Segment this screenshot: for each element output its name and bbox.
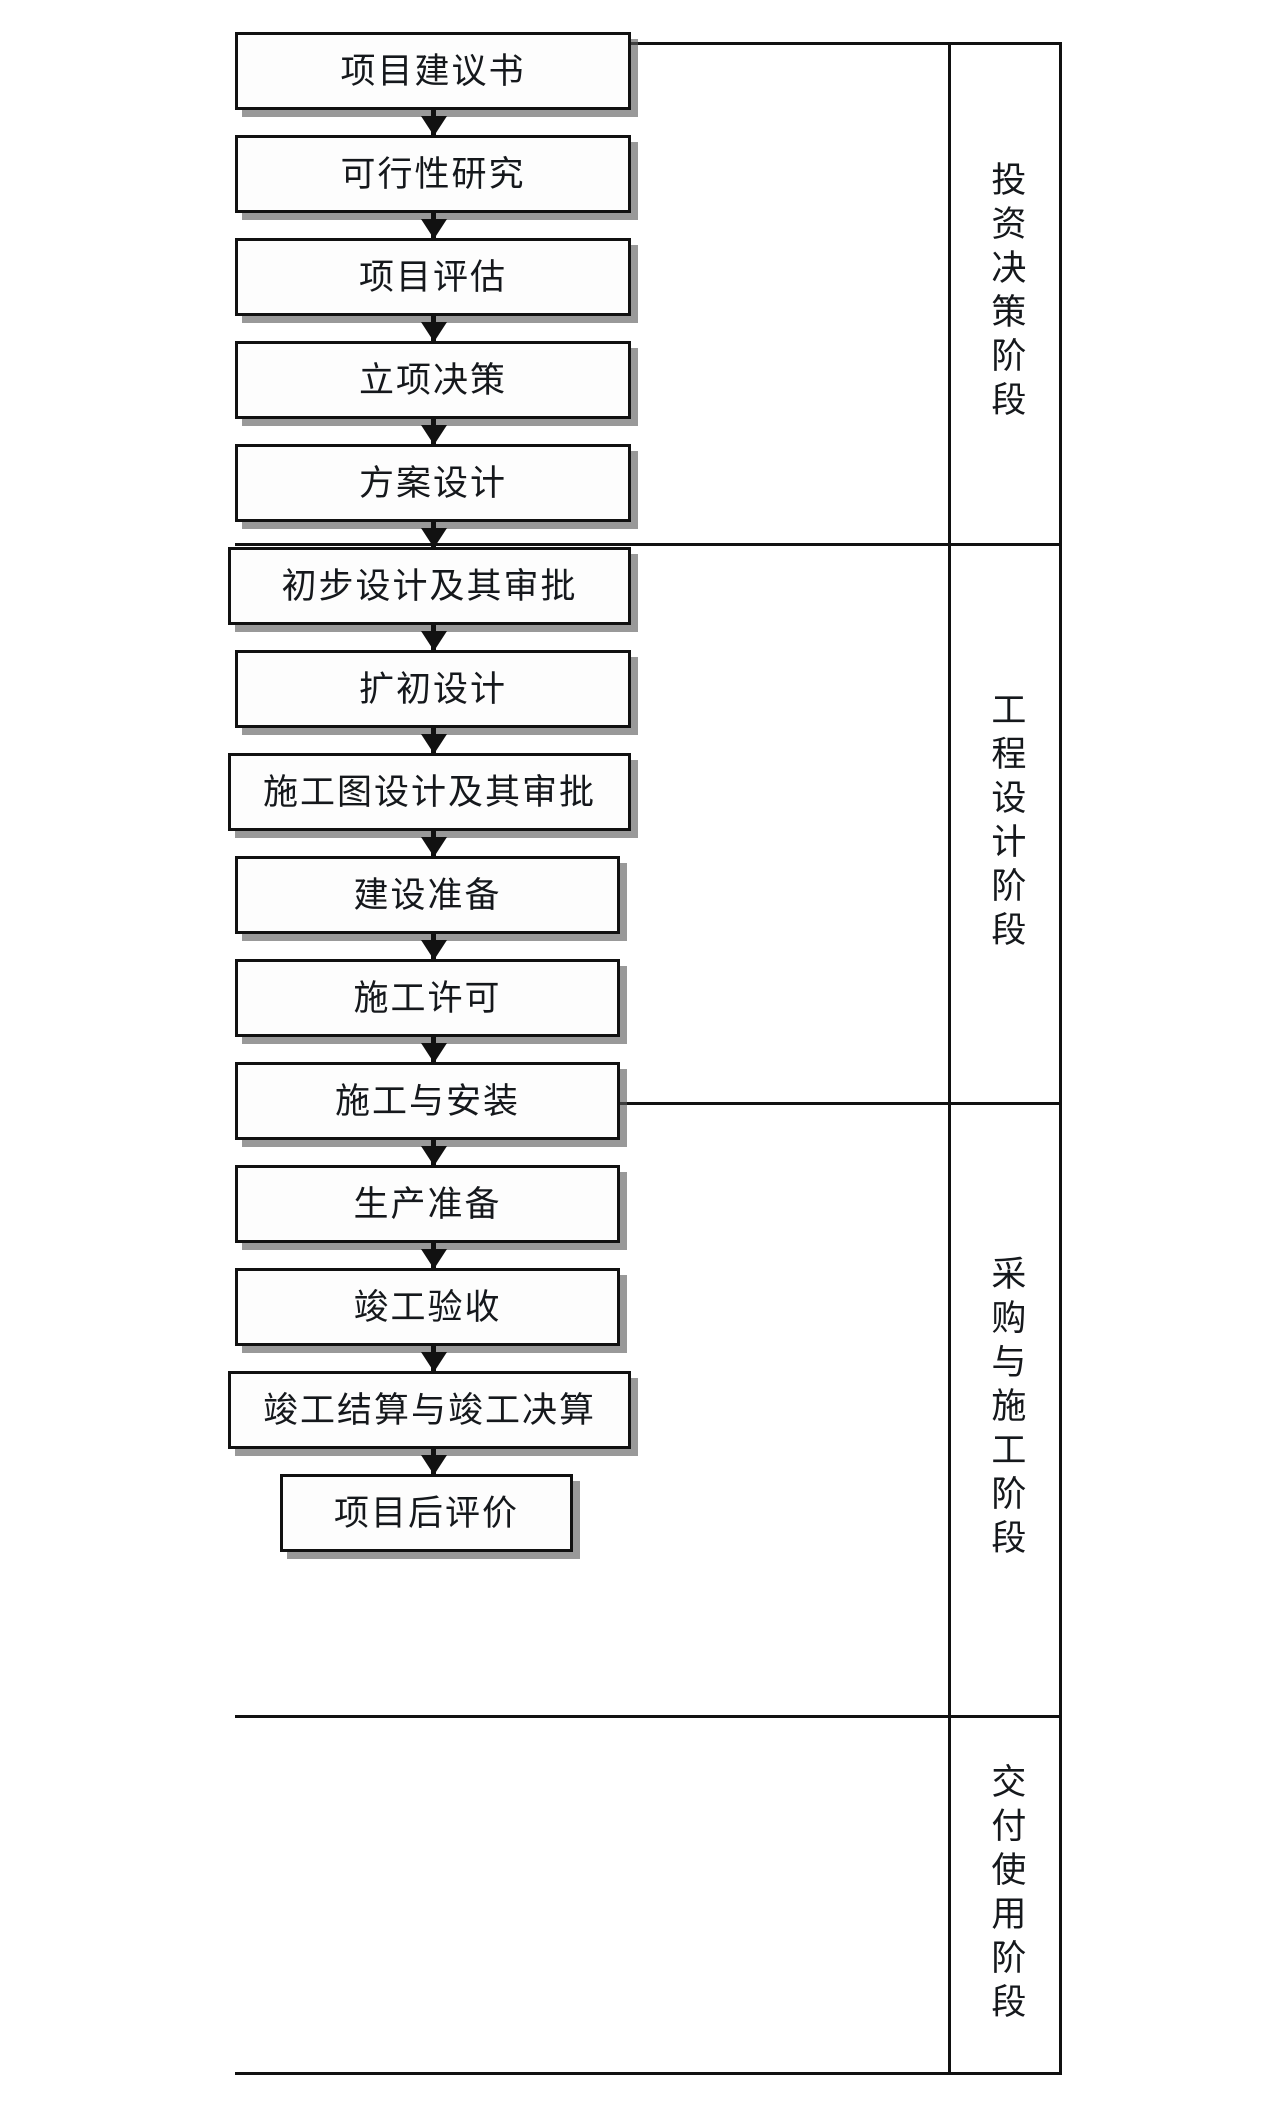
stage-divider-1 xyxy=(235,543,1062,546)
process-node-7[interactable]: 扩初设计 xyxy=(235,650,631,728)
flow-arrow-7-8 xyxy=(431,728,436,753)
stage-table-frame xyxy=(235,42,1062,2075)
flow-arrow-5-6 xyxy=(431,522,436,547)
process-node-9[interactable]: 建设准备 xyxy=(235,856,620,934)
flow-arrow-12-13 xyxy=(431,1243,436,1268)
process-node-2[interactable]: 可行性研究 xyxy=(235,135,631,213)
flow-arrow-14-15 xyxy=(431,1449,436,1474)
stage-label-2-text: 工程设计阶段 xyxy=(986,690,1026,955)
frame-bottom-line xyxy=(235,2072,1062,2075)
flow-arrow-8-9 xyxy=(431,831,436,856)
flow-arrow-3-4 xyxy=(431,316,436,341)
process-node-10[interactable]: 施工许可 xyxy=(235,959,620,1037)
flow-arrow-1-2 xyxy=(431,110,436,135)
stage-label-1-text: 投资决策阶段 xyxy=(986,160,1026,425)
stage-divider-2 xyxy=(235,1102,1062,1105)
process-node-8[interactable]: 施工图设计及其审批 xyxy=(228,753,631,831)
process-node-12[interactable]: 生产准备 xyxy=(235,1165,620,1243)
process-node-4[interactable]: 立项决策 xyxy=(235,341,631,419)
flow-arrow-6-7 xyxy=(431,625,436,650)
flow-arrow-9-10 xyxy=(431,934,436,959)
process-node-3[interactable]: 项目评估 xyxy=(235,238,631,316)
process-node-14[interactable]: 竣工结算与竣工决算 xyxy=(228,1371,631,1449)
process-node-15[interactable]: 项目后评价 xyxy=(280,1474,573,1552)
frame-top-line xyxy=(235,42,1062,45)
process-node-13[interactable]: 竣工验收 xyxy=(235,1268,620,1346)
stage-label-4: 交付使用阶段 xyxy=(948,1715,1062,2075)
flow-arrow-2-3 xyxy=(431,213,436,238)
flow-arrow-13-14 xyxy=(431,1346,436,1371)
stage-column-left-border xyxy=(948,42,951,2075)
flow-arrow-11-12 xyxy=(431,1140,436,1165)
stage-label-4-text: 交付使用阶段 xyxy=(986,1763,1026,2027)
stage-label-3: 采购与施工阶段 xyxy=(948,1102,1062,1715)
stage-label-2: 工程设计阶段 xyxy=(948,543,1062,1102)
flow-arrow-10-11 xyxy=(431,1037,436,1062)
process-node-11[interactable]: 施工与安装 xyxy=(235,1062,620,1140)
process-node-6[interactable]: 初步设计及其审批 xyxy=(228,547,631,625)
flow-arrow-4-5 xyxy=(431,419,436,444)
stage-label-3-text: 采购与施工阶段 xyxy=(986,1254,1026,1563)
stage-label-1: 投资决策阶段 xyxy=(948,42,1062,543)
frame-right-border xyxy=(1059,42,1062,2075)
process-node-5[interactable]: 方案设计 xyxy=(235,444,631,522)
process-node-1[interactable]: 项目建议书 xyxy=(235,32,631,110)
stage-divider-3 xyxy=(235,1715,1062,1718)
